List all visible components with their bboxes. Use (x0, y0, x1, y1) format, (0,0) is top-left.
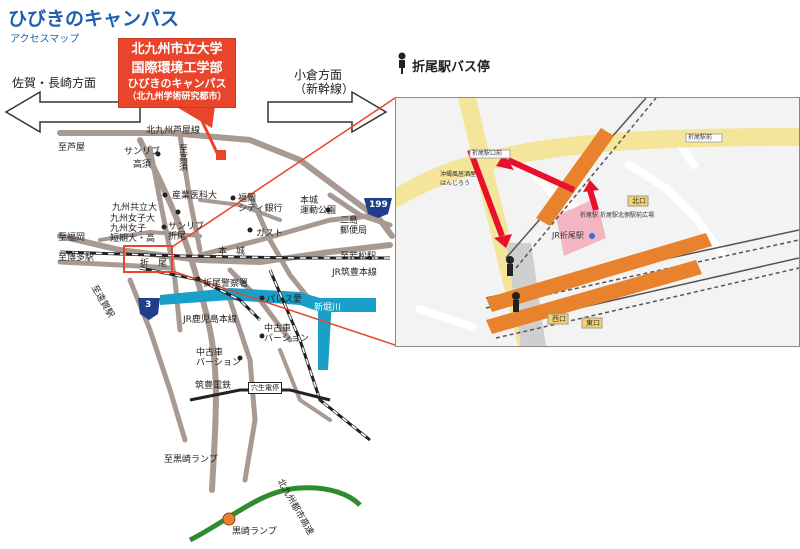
label-to-wakamatsu: 至若松駅 (340, 252, 377, 262)
campus-name: ひびきのキャンパス (127, 77, 227, 90)
label-usedcar-1: 中古車 バーション (264, 324, 309, 344)
bus-stop-icon (398, 52, 406, 74)
inset-label-bus-top-2: 折尾駅前 (688, 134, 713, 141)
city-highway (188, 485, 362, 543)
label-usedcar-2: 中古車 バーション (196, 348, 241, 368)
inset-station-building (556, 198, 606, 256)
inset-station-icon (589, 233, 595, 239)
label-kyushu-kyoritsu: 九州共立大 (112, 203, 158, 213)
inset-nishiguchi-badge (547, 313, 569, 325)
inset-bus-top-sign-2 (685, 133, 723, 143)
poi-markers (155, 151, 331, 361)
page-subtitle: アクセスマップ (10, 34, 80, 45)
inset-label-bus-top: 折尾駅口前 (472, 150, 503, 157)
inset-label-orio-eki: JR折尾駅 (552, 231, 584, 240)
left-direction-arrow (4, 90, 141, 134)
shinhorikawa-river (160, 288, 376, 370)
inset-connector-top (171, 97, 396, 248)
inset-label-nishiguchi: 西口 (552, 315, 566, 323)
label-to-takasu: 至高須 (177, 144, 187, 171)
label-ninoshima: 二島 郵便局 (340, 216, 368, 236)
label-ashiya-line: 北九州芦屋線 (146, 126, 201, 136)
label-route-199: 199 (369, 200, 388, 210)
rail-lines (59, 250, 390, 442)
page-title: ひびきのキャンパス (8, 8, 180, 30)
inset-label-plaza: 折尾駅北側駅前広場 (600, 212, 655, 219)
route-3-shield (138, 298, 160, 320)
label-honjo: 本 城 (218, 247, 246, 257)
label-sunrib-orio: サンリブ 折尾 (168, 222, 205, 242)
inset-kitaguchi-badge (627, 195, 649, 207)
kurosaki-ramp-marker (222, 512, 236, 526)
direction-right-1: 小倉方面 (294, 68, 343, 82)
label-gust: ガスト (256, 229, 284, 239)
label-anahura: 穴生電停 (248, 382, 282, 394)
orio-station-inset: 折尾駅口前 折尾駅前 沖縄風居酒屋 はんじろう JR折尾駅 折尾駅 折尾駅北側駅… (395, 97, 800, 347)
bus-stop-title: 折尾駅バス停 (412, 60, 491, 75)
inset-red-arrows (467, 148, 599, 248)
inset-bus-top-sign (469, 149, 511, 159)
label-chikuho-line: JR筑豊本線 (332, 268, 377, 278)
label-fukuoka-bank: 福岡 シティ銀行 (238, 194, 283, 214)
inset-map (396, 98, 799, 346)
label-chikuho-rail: 筑豊電鉄 (195, 381, 232, 391)
campus-marker (216, 150, 226, 160)
route-199-shield (364, 198, 392, 218)
direction-right-2: （新幹線） (294, 82, 355, 96)
campus-faculty: 国際環境工学部 (131, 61, 223, 76)
label-palace: パレス愛 (266, 295, 303, 305)
inset-bus-stop-icons (506, 256, 520, 312)
label-orio-police: 折尾警察署 (203, 279, 249, 289)
inset-label-okinawa: 沖縄風居酒屋 はんじろう (440, 171, 477, 187)
campus-callout-tail (175, 106, 215, 128)
label-to-fukuoka: 至福岡 (58, 233, 86, 243)
campus-callout: 北九州市立大学 国際環境工学部 ひびきのキャンパス （北九州学術研究都市） (118, 38, 236, 108)
label-to-kurosaki: 至黒崎ランプ (164, 455, 218, 465)
inset-label-kitaguchi: 北口 (632, 197, 646, 205)
label-kagoshima-line: JR鹿児島本線 (183, 315, 237, 325)
campus-university: 北九州市立大学 (131, 42, 223, 57)
label-sangyo: 産業医科大 (172, 191, 218, 201)
inset-label-higashiguchi: 東口 (586, 319, 600, 327)
inset-connector-bottom (171, 270, 396, 346)
label-kurosaki: 黒崎ランプ (232, 527, 277, 537)
label-orio: 折 尾 (140, 259, 168, 269)
label-shinhorikawa: 新堀川 (314, 303, 342, 313)
inset-walkways (486, 128, 712, 334)
label-route-3: 3 (145, 300, 152, 310)
inset-higashiguchi-badge (581, 317, 603, 329)
label-sunrib-takasu: サンリブ 高須 (124, 147, 161, 170)
label-kyushu-joshi: 九州女子大 九州女子 短期大・高 (110, 214, 156, 244)
label-motoshiro: 本城 運動公園 (300, 196, 337, 216)
inset-label-orio-small: 折尾駅 (580, 212, 599, 219)
orio-highlight-box (123, 245, 173, 273)
label-to-ashiya: 至芦屋 (58, 143, 86, 153)
label-to-hakata: 至博多駅 (58, 253, 95, 263)
campus-note: （北九州学術研究都市） (127, 92, 227, 102)
direction-left: 佐賀・長崎方面 (12, 76, 97, 90)
right-direction-arrow (267, 90, 388, 134)
